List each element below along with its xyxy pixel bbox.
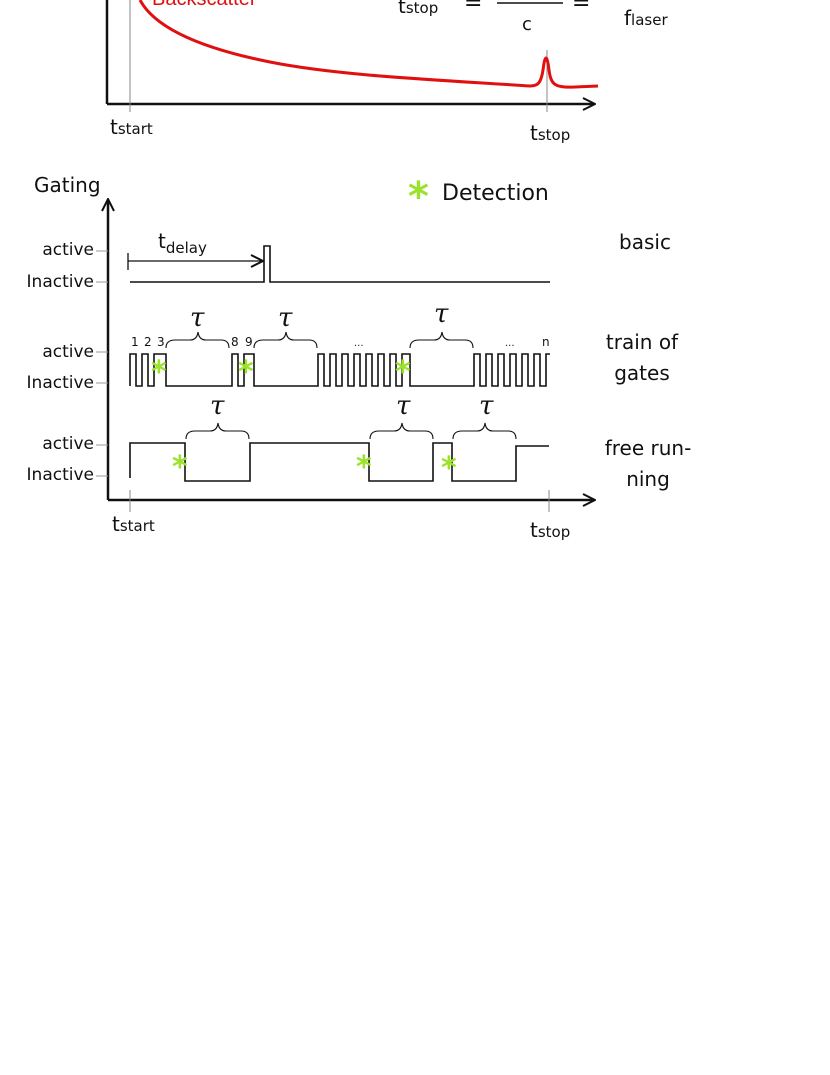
free-inactive-label: Inactive (27, 465, 94, 485)
train-brace-2 (253, 331, 318, 349)
gate-number-1: 1 (131, 335, 139, 349)
gating-panel: Gating tstart tstop * Detection active I… (27, 173, 692, 542)
train-inactive-label: Inactive (27, 373, 94, 393)
gate-number-9: 9 (245, 335, 253, 349)
backscatter-label: Backscatter (152, 0, 257, 10)
free-brace-2 (369, 422, 434, 440)
free-detection-2: * (356, 450, 372, 485)
train-detection-2: * (238, 355, 254, 390)
basic-gate-waveform (130, 245, 550, 283)
gating-tstop-label: tstop (530, 518, 570, 542)
free-gate-waveform (129, 442, 549, 482)
train-detection-3: * (395, 355, 411, 390)
detection-legend-label: Detection (442, 181, 549, 206)
equation-denominator: c (522, 14, 532, 35)
gate-number-3: 3 (157, 335, 165, 349)
train-brace-3 (409, 331, 474, 349)
free-tau-3: τ (479, 391, 494, 421)
backscatter-panel: Backscatter tstop = c = flaser tstart ts… (105, 0, 668, 145)
equation-equals-2: = (572, 0, 590, 16)
train-tau-1: τ (190, 303, 205, 333)
gate-ellipsis-2: ... (505, 338, 515, 349)
basic-active-label: active (42, 240, 94, 260)
delay-label: tdelay (158, 229, 207, 257)
free-brace-3 (452, 422, 517, 440)
mode-label-basic: basic (619, 230, 671, 254)
gating-axis-label: Gating (34, 173, 101, 197)
top-tstart-label: tstart (110, 115, 153, 139)
mode-label-free-1: free run- (605, 436, 692, 460)
free-tau-2: τ (396, 391, 411, 421)
free-brace-1 (185, 422, 250, 440)
train-brace-1 (165, 331, 230, 349)
free-active-label: active (42, 434, 94, 454)
equation-equals-1: = (464, 0, 482, 16)
free-detection-3: * (441, 451, 457, 486)
free-detection-1: * (172, 450, 188, 485)
mode-label-train-1: train of (606, 330, 679, 354)
train-detection-1: * (151, 355, 167, 390)
detection-legend-star: * (408, 174, 429, 220)
gate-number-n: n (542, 335, 550, 349)
mode-label-train-2: gates (614, 361, 670, 385)
train-tau-3: τ (434, 299, 449, 329)
train-active-label: active (42, 342, 94, 362)
gate-ellipsis-1: ... (354, 338, 364, 349)
top-tstop-label: tstop (530, 121, 570, 145)
equation-lhs: tstop (398, 0, 438, 18)
free-tau-1: τ (210, 391, 225, 421)
mode-label-free-2: ning (626, 467, 670, 491)
train-gate-waveform (129, 353, 550, 387)
backscatter-curve (138, 0, 599, 89)
gating-tstart-label: tstart (112, 512, 155, 536)
basic-inactive-label: Inactive (27, 272, 94, 292)
gate-number-2: 2 (144, 335, 152, 349)
equation-rhs: flaser (624, 6, 668, 30)
level-ticks (96, 250, 108, 477)
gate-number-8: 8 (231, 335, 239, 349)
train-tau-2: τ (278, 303, 293, 333)
